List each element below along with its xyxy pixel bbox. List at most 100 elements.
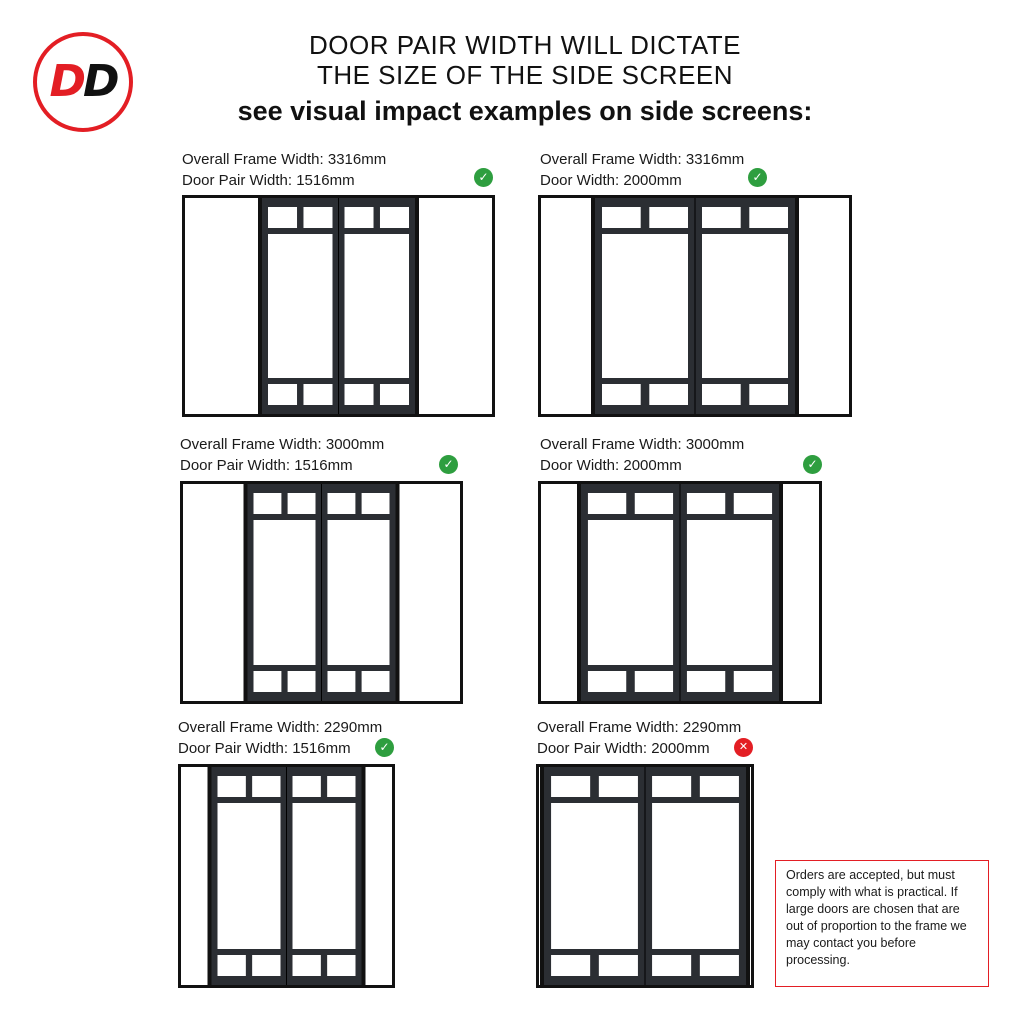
glass-pane	[587, 493, 627, 514]
glass-pane	[252, 776, 281, 797]
side-screen-post	[591, 195, 595, 417]
frame-width-label: Overall Frame Width: 3316mm	[182, 151, 387, 168]
glass-pane	[699, 955, 739, 976]
glass-pane	[749, 384, 788, 405]
frame-width-label: Overall Frame Width: 2290mm	[537, 719, 742, 736]
glass-pane	[379, 207, 409, 228]
glass-pane	[344, 207, 374, 228]
glass-pane	[749, 207, 788, 228]
glass-pane	[598, 776, 638, 797]
door-width-label: Door Pair Width: 1516mm	[178, 740, 351, 757]
glass-pane	[287, 671, 316, 692]
glass-pane	[699, 776, 739, 797]
glass-pane	[702, 234, 788, 378]
glass-pane	[649, 384, 688, 405]
side-screen-post	[361, 764, 366, 988]
glass-pane	[268, 384, 298, 405]
door-width-label: Door Pair Width: 2000mm	[537, 740, 710, 757]
glass-pane	[292, 803, 356, 949]
glass-pane	[217, 955, 246, 976]
glass-pane	[292, 776, 321, 797]
side-screen-post	[779, 481, 783, 704]
glass-pane	[652, 776, 692, 797]
door-diagram-6	[536, 764, 754, 988]
glass-pane	[702, 207, 741, 228]
check-icon: ✓	[803, 455, 822, 474]
glass-pane	[268, 207, 298, 228]
side-screen-post	[258, 195, 262, 417]
page-title: DOOR PAIR WIDTH WILL DICTATE THE SIZE OF…	[200, 30, 850, 90]
glass-pane	[327, 776, 356, 797]
glass-pane	[551, 776, 591, 797]
example-1-labels: Overall Frame Width: 3316mm Door Pair Wi…	[182, 149, 386, 191]
door-diagram-2-svg	[538, 195, 852, 417]
glass-pane	[649, 207, 688, 228]
glass-pane	[686, 493, 726, 514]
glass-pane	[702, 384, 741, 405]
frame-width-label: Overall Frame Width: 3316mm	[540, 151, 745, 168]
glass-pane	[379, 384, 409, 405]
glass-pane	[327, 493, 356, 514]
glass-pane	[361, 671, 390, 692]
example-6-labels: Overall Frame Width: 2290mm Door Pair Wi…	[537, 717, 741, 759]
glass-pane	[327, 671, 356, 692]
glass-pane	[327, 520, 390, 665]
glass-pane	[252, 955, 281, 976]
glass-pane	[217, 803, 281, 949]
glass-pane	[686, 671, 726, 692]
door-width-label: Door Pair Width: 1516mm	[182, 172, 355, 189]
glass-pane	[587, 520, 674, 665]
door-diagram-4	[538, 481, 822, 704]
side-screen-post	[577, 481, 581, 704]
glass-pane	[287, 493, 316, 514]
glass-pane	[344, 384, 374, 405]
door-diagram-4-svg	[538, 481, 822, 704]
check-icon: ✓	[748, 168, 767, 187]
side-screen-post	[207, 764, 212, 988]
glass-pane	[292, 955, 321, 976]
glass-pane	[602, 384, 641, 405]
glass-pane	[327, 955, 356, 976]
check-icon: ✓	[474, 168, 493, 187]
title-line-1: DOOR PAIR WIDTH WILL DICTATE	[309, 30, 741, 60]
example-5-labels: Overall Frame Width: 2290mm Door Pair Wi…	[178, 717, 382, 759]
cross-icon: ✕	[734, 738, 753, 757]
glass-pane	[733, 671, 773, 692]
door-diagram-1	[182, 195, 495, 417]
door-diagram-2	[538, 195, 852, 417]
side-screen-post	[746, 764, 750, 988]
example-3-labels: Overall Frame Width: 3000mm Door Pair Wi…	[180, 434, 384, 476]
glass-pane	[652, 803, 739, 949]
door-diagram-3	[180, 481, 463, 704]
glass-pane	[587, 671, 627, 692]
glass-pane	[598, 955, 638, 976]
glass-pane	[652, 955, 692, 976]
example-4-labels: Overall Frame Width: 3000mm Door Width: …	[540, 434, 744, 476]
door-width-label: Door Width: 2000mm	[540, 457, 682, 474]
glass-pane	[634, 671, 674, 692]
side-screen-post	[395, 481, 400, 704]
frame-width-label: Overall Frame Width: 3000mm	[540, 436, 745, 453]
side-screen-post	[415, 195, 419, 417]
door-diagram-1-svg	[182, 195, 495, 417]
frame-width-label: Overall Frame Width: 3000mm	[180, 436, 385, 453]
door-diagram-3-svg	[180, 481, 463, 704]
glass-pane	[253, 493, 282, 514]
door-diagram-5	[178, 764, 395, 988]
glass-pane	[344, 234, 409, 378]
title-line-2: THE SIZE OF THE SIDE SCREEN	[316, 60, 734, 90]
glass-pane	[217, 776, 246, 797]
glass-pane	[686, 520, 773, 665]
glass-pane	[551, 803, 638, 949]
door-diagram-6-svg	[536, 764, 754, 988]
frame-width-label: Overall Frame Width: 2290mm	[178, 719, 383, 736]
door-width-label: Door Pair Width: 1516mm	[180, 457, 353, 474]
check-icon: ✓	[375, 738, 394, 757]
glass-pane	[303, 207, 333, 228]
glass-pane	[253, 671, 282, 692]
logo-text: DD	[49, 56, 119, 107]
glass-pane	[634, 493, 674, 514]
glass-pane	[602, 207, 641, 228]
side-screen-post	[540, 764, 544, 988]
side-screen-post	[795, 195, 799, 417]
